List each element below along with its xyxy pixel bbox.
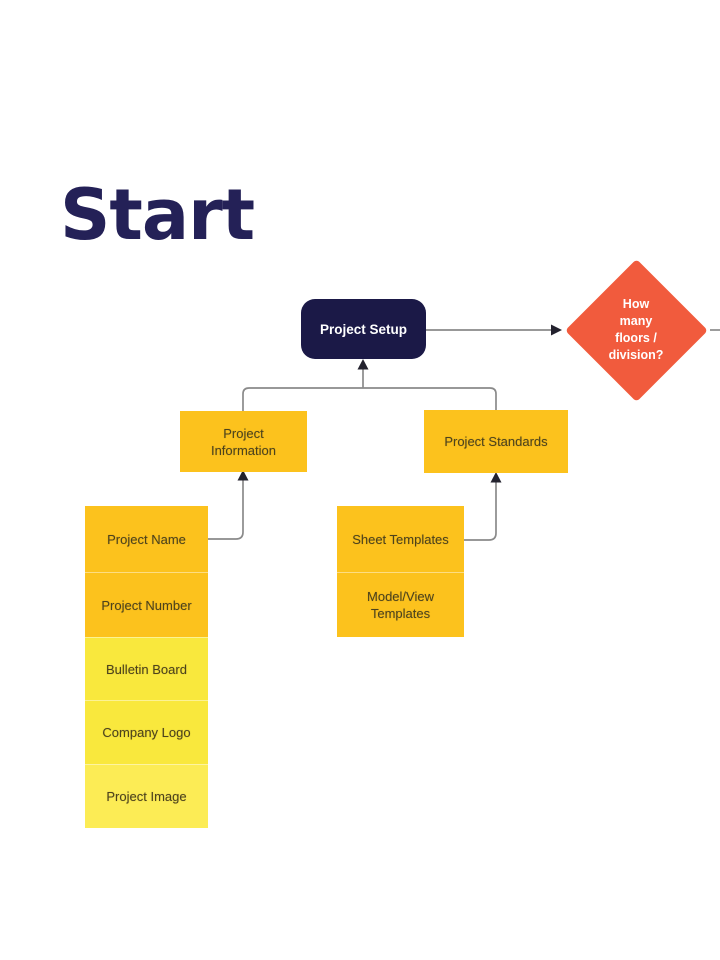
project-standards-label: Project Standards [444,434,548,449]
decision-label-line: How [622,297,650,311]
node-project-number: Project Number [85,572,208,637]
node-project-name: Project Name [85,506,208,572]
project-setup-label: Project Setup [319,321,408,337]
sheet-templates-label: Sheet Templates [352,531,449,547]
edge-name-to-information [208,480,244,540]
decision-label-line: many [619,314,653,328]
decision-label-line: floors / [615,331,657,345]
edge-children-merge-rail [242,387,497,411]
project-image-label: Project Image [106,789,187,804]
node-project-setup: Project Setup [301,299,426,359]
arrowhead-into-standards [490,472,502,483]
node-bulletin-board: Bulletin Board [85,637,208,700]
company-logo-label: Company Logo [102,725,191,740]
arrowhead-into-setup [357,359,369,370]
node-model-view-templates: Model/View Templates [337,572,464,637]
node-company-logo: Company Logo [85,700,208,764]
node-project-image: Project Image [85,764,208,828]
decision-diamond-label: How many floors / division? [576,296,696,364]
node-project-standards: Project Standards [424,410,568,473]
node-project-information: Project Information [180,411,307,472]
page-title: Start [60,174,255,256]
project-standards-children-stack: Sheet Templates Model/View Templates [337,506,464,637]
project-information-label: Project Information [210,425,277,458]
edge-sheet-to-standards [464,482,497,541]
model-view-templates-label: Model/View Templates [367,589,434,621]
project-information-children-stack: Project Name Project Number Bulletin Boa… [85,506,208,828]
arrowhead-into-decision [551,324,562,336]
decision-label-line: division? [608,348,664,362]
project-number-label: Project Number [101,597,192,613]
node-sheet-templates: Sheet Templates [337,506,464,572]
bulletin-board-label: Bulletin Board [106,661,187,677]
project-name-label: Project Name [107,531,186,547]
